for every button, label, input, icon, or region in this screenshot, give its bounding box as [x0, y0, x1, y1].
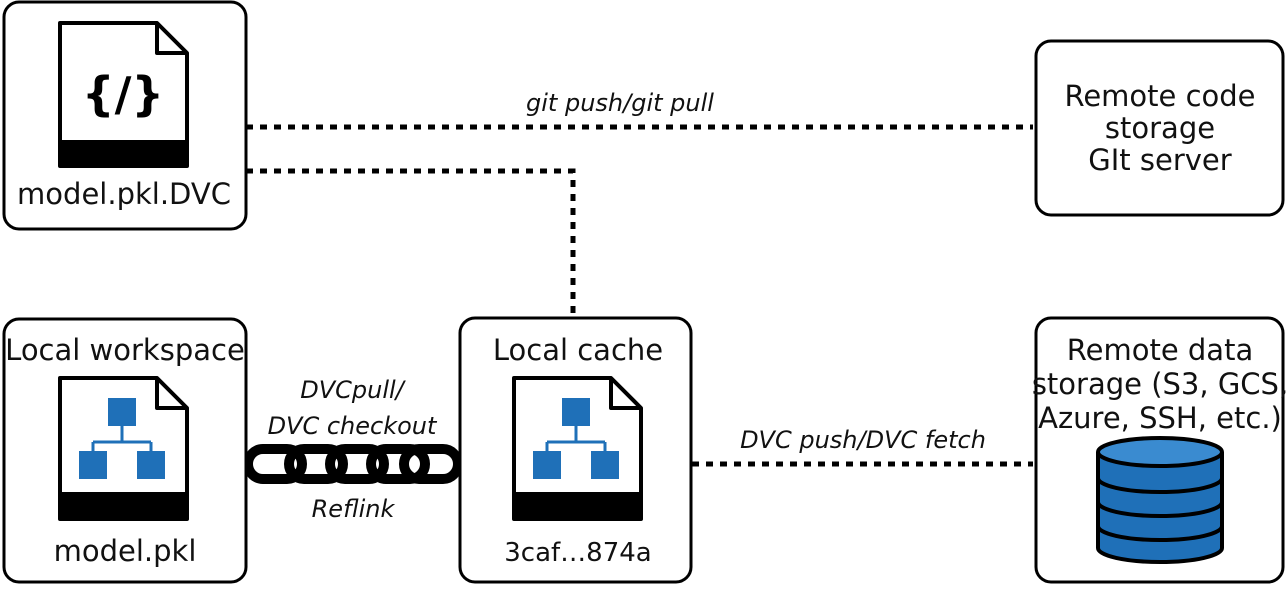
local-cache-node: Local cache 3caf…874a [458, 316, 693, 584]
dvc-push-fetch-label: DVC push/DVC fetch [740, 426, 986, 454]
remote-data-storage-node: Remote data storage (S3, GCS, Azure, SSH… [1032, 316, 1287, 584]
local-workspace-node: Local workspace model.pkl [2, 317, 248, 584]
hierarchy-icon [533, 398, 619, 479]
dvc-pull-label-line1: DVCpull/ [300, 376, 406, 404]
dvc-file-node: {/} model.pkl.DVC [2, 0, 248, 231]
remote-data-line2: storage (S3, GCS, [1032, 367, 1287, 401]
data-file-icon [58, 376, 189, 521]
dvc-file-to-cache-connector [246, 168, 576, 318]
cached-file-icon [512, 376, 643, 521]
dvc-file-caption: model.pkl.DVC [17, 177, 231, 211]
remote-code-line1: Remote code [1064, 79, 1255, 113]
local-workspace-title: Local workspace [5, 333, 245, 367]
local-workspace-caption: model.pkl [54, 534, 197, 568]
code-glyph: {/} [82, 67, 164, 121]
remote-data-line1: Remote data [1067, 333, 1253, 367]
chain-link-icon [243, 444, 463, 484]
reflink-label: Reflink [312, 495, 396, 523]
remote-code-storage-node: Remote code storage GIt server [1034, 39, 1285, 217]
hierarchy-icon [79, 398, 165, 479]
git-push-pull-label: git push/git pull [526, 89, 714, 117]
remote-code-line2: storage [1105, 111, 1215, 145]
remote-code-line3: GIt server [1088, 143, 1231, 177]
database-icon [1096, 436, 1224, 564]
dvc-pull-label-line2: DVC checkout [268, 412, 438, 440]
local-cache-caption: 3caf…874a [504, 538, 651, 568]
remote-data-line3: Azure, SSH, etc.) [1038, 401, 1282, 435]
local-cache-title: Local cache [493, 333, 663, 367]
code-file-icon: {/} [58, 21, 189, 168]
